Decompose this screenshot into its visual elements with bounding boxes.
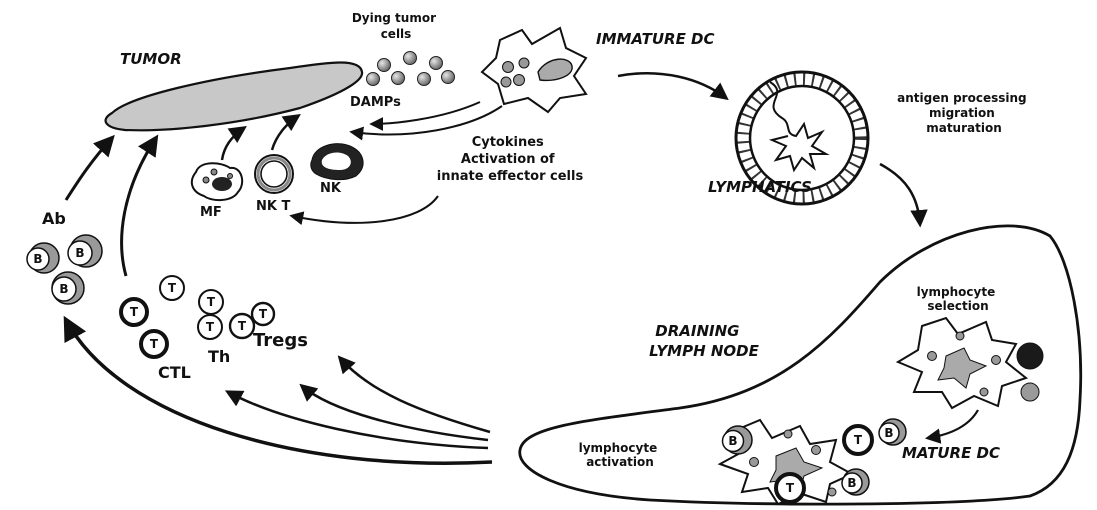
svg-text:T: T [259, 307, 268, 321]
nkt-cell [255, 155, 293, 193]
b-cell: B [879, 419, 906, 445]
gray-lymphocyte [1021, 383, 1039, 401]
arrow-nkt-to-tumor [272, 116, 298, 150]
macrophage-cell [192, 163, 242, 200]
nk-cell [311, 144, 363, 180]
arrow-ab-to-tumor [66, 138, 112, 200]
arrow-lymphatics-to-node [880, 164, 920, 224]
t-cell-ctl: T [121, 299, 147, 325]
svg-text:T: T [786, 481, 795, 495]
draining-lymph-node-label: DRAINING LYMPH NODE [649, 322, 760, 360]
t-cell-treg: T [230, 314, 254, 338]
immature-dc-cell [482, 28, 586, 112]
nkt-label: NK T [256, 199, 290, 214]
lymphocyte-activation-label: lymphocyte activation [579, 441, 662, 469]
svg-text:B: B [75, 246, 84, 260]
arrow-dc-to-tumor-2 [352, 106, 502, 134]
arrow-mf-to-tumor [222, 128, 244, 160]
dying-tumor-cells-label: Dying tumor cells [352, 11, 440, 41]
damps-label: DAMPs [350, 95, 401, 110]
t-cell-treg: T [252, 303, 274, 325]
svg-text:T: T [150, 337, 159, 351]
cytokines-label: Cytokines Activation of innate effector … [437, 135, 584, 184]
arrow-t-cells-to-tumor [122, 138, 156, 276]
svg-text:T: T [168, 281, 177, 295]
svg-text:B: B [884, 426, 893, 440]
t-cell: T [844, 426, 872, 454]
nk-label: NK [320, 181, 342, 196]
arrow-dc-to-lymphatics [618, 73, 726, 98]
th-label: Th [208, 347, 230, 366]
b-cells: B B B [27, 235, 102, 304]
svg-text:B: B [847, 476, 856, 490]
b-cell: B [842, 469, 869, 495]
svg-text:T: T [854, 433, 863, 447]
t-cell-th: T [198, 315, 222, 339]
t-cell-th: T [199, 290, 223, 314]
svg-text:B: B [728, 434, 737, 448]
arrow-dc-to-innate [292, 196, 438, 223]
tregs-label: Tregs [253, 330, 308, 351]
t-cell-ctl: T [141, 331, 167, 357]
svg-text:T: T [130, 305, 139, 319]
damp-particles [367, 52, 455, 86]
arrow-node-to-tregs [340, 358, 490, 432]
tumor-label: TUMOR [120, 50, 182, 68]
t-cells: T T T T T T T [121, 276, 274, 357]
b-cell: B [27, 243, 59, 273]
arrow-node-to-th [302, 386, 488, 440]
dark-lymphocyte [1017, 343, 1043, 369]
svg-text:B: B [33, 252, 42, 266]
immature-dc-label: IMMATURE DC [596, 30, 715, 48]
ab-label: Ab [42, 209, 66, 228]
svg-text:T: T [238, 319, 247, 333]
b-cell: B [52, 272, 84, 304]
tumor-shape [106, 63, 363, 131]
svg-text:B: B [59, 282, 68, 296]
svg-text:T: T [207, 295, 216, 309]
t-cell: T [776, 474, 804, 502]
svg-text:T: T [206, 320, 215, 334]
b-cell: B [68, 235, 102, 267]
t-cell-th: T [160, 276, 184, 300]
mature-dc-label: MATURE DC [902, 444, 1000, 462]
lymphatics-label: LYMPHATICS [708, 178, 812, 196]
ctl-label: CTL [158, 363, 191, 382]
antigen-processing-label: antigen processing migration maturation [897, 91, 1031, 135]
lymphocyte-selection-label: lymphocyte selection [917, 285, 1000, 313]
mf-label: MF [200, 205, 222, 220]
